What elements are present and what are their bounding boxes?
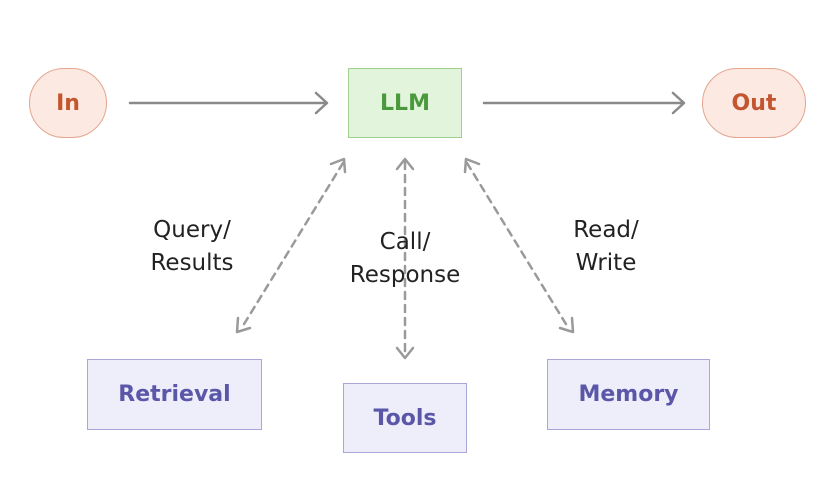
llm-node: LLM — [348, 68, 462, 138]
tools-edge-label-line1: Call/ — [379, 229, 431, 255]
arrowhead-retrieval — [235, 316, 252, 334]
retrieval-node-label: Retrieval — [118, 382, 231, 407]
llm-node-label: LLM — [380, 90, 430, 116]
out-node: Out — [702, 68, 806, 138]
in-node: In — [29, 68, 107, 138]
arrowhead-llm-left — [329, 157, 347, 174]
tools-node-label: Tools — [373, 405, 437, 431]
retrieval-edge-label: Query/ Results — [128, 214, 256, 280]
in-node-label: In — [56, 90, 80, 116]
tools-edge-label: Call/ Response — [333, 226, 477, 292]
arrowhead-memory — [558, 316, 575, 334]
memory-node: Memory — [547, 359, 710, 430]
out-node-label: Out — [731, 90, 777, 116]
retrieval-node: Retrieval — [87, 359, 262, 430]
tools-edge-label-line2: Response — [349, 262, 461, 288]
arrowhead-llm-right — [463, 157, 481, 174]
memory-edge-label-line2: Write — [575, 250, 637, 276]
arrow-in-to-llm — [128, 91, 329, 115]
arrow-llm-to-out — [482, 91, 686, 115]
retrieval-edge-label-line2: Results — [150, 250, 234, 276]
retrieval-edge-label-line1: Query/ — [153, 217, 231, 243]
arrowhead-tools — [395, 346, 415, 360]
memory-node-label: Memory — [578, 382, 679, 407]
arrowhead-llm-center — [395, 157, 415, 171]
tools-node: Tools — [343, 383, 467, 453]
memory-edge-label: Read/ Write — [548, 214, 664, 280]
arrow-memory-llm — [465, 161, 571, 331]
memory-edge-label-line1: Read/ — [573, 217, 639, 243]
arrow-retrieval-llm — [239, 161, 345, 331]
